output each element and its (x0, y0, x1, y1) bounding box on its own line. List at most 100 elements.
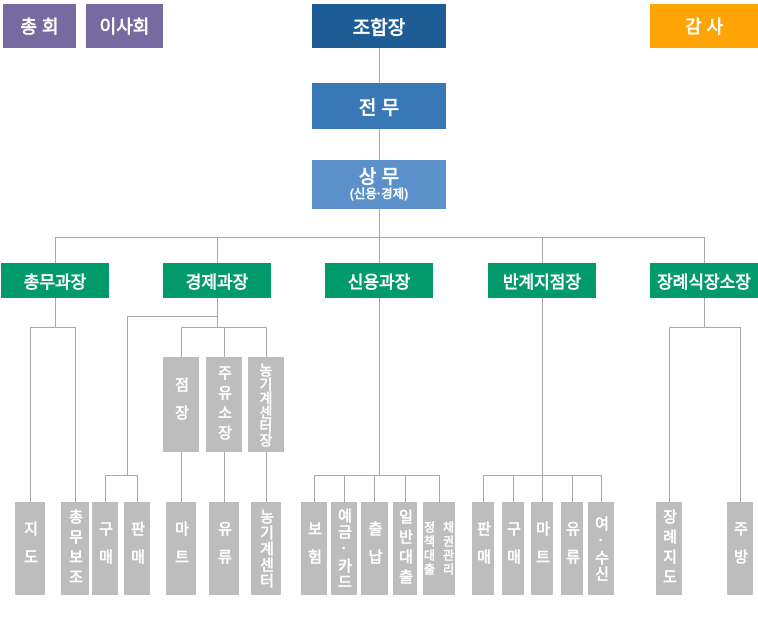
connector (483, 475, 484, 502)
connector (379, 209, 380, 237)
unit-label: 예금·카드 (335, 507, 353, 590)
org-unit-box: 총무보조 (61, 502, 89, 595)
connector (704, 298, 705, 327)
unit-label: 유류 (563, 520, 581, 577)
connector (105, 475, 106, 502)
connector (224, 452, 225, 502)
box-dept-economy: 경제과장 (163, 263, 271, 298)
org-unit-box: 유류 (561, 502, 583, 595)
connector (513, 475, 514, 502)
org-unit-box: 예금·카드 (331, 502, 357, 595)
connector (181, 452, 182, 502)
connector (740, 327, 741, 502)
org-unit-box: 구매 (92, 502, 118, 595)
connector (542, 298, 543, 475)
box-dept-credit: 신용과장 (325, 263, 433, 298)
box-board-of-directors: 이사회 (86, 4, 163, 48)
box-general-meeting: 총 회 (3, 4, 76, 48)
org-unit-box: 여·수신 (588, 502, 614, 595)
org-unit-box: 주방 (727, 502, 753, 595)
org-unit-box: 보험 (301, 502, 327, 595)
unit-label: 출납 (366, 520, 383, 577)
connector (127, 316, 218, 317)
org-unit-box: 일반대출 (393, 502, 417, 595)
manager-label: 점장 (172, 376, 190, 433)
connector (137, 475, 138, 502)
connector (572, 475, 573, 502)
connector (266, 452, 267, 502)
box-executive-director: 전 무 (312, 83, 446, 129)
org-unit-box: 판매 (472, 502, 494, 595)
unit-label: 마트 (172, 520, 190, 577)
connector (669, 327, 670, 502)
managing-director-sublabel: (신용·경제) (349, 186, 409, 201)
unit-label: 마트 (533, 520, 551, 577)
connector (439, 475, 440, 502)
box-dept-funeral-hall: 장례식장소장 (650, 263, 758, 298)
connector (55, 237, 56, 263)
unit-label: 판매 (128, 520, 146, 577)
unit-label: 총무보조 (66, 508, 84, 589)
connector (379, 298, 380, 475)
managing-director-label: 상 무 (358, 166, 400, 188)
connector (217, 298, 218, 327)
unit-label: 구매 (504, 520, 522, 577)
box-chairman: 조합장 (312, 4, 446, 48)
connector (379, 129, 380, 160)
connector (181, 327, 182, 357)
unit-label: 여·수신 (592, 515, 610, 582)
unit-label: 농기계센터 (257, 508, 275, 589)
connector (379, 237, 380, 263)
connector (266, 327, 267, 357)
connector (601, 475, 602, 502)
unit-label: 주방 (731, 520, 749, 577)
org-unit-box: 지도 (15, 502, 45, 595)
connector (55, 298, 56, 327)
connector (224, 327, 225, 357)
connector (314, 475, 315, 502)
org-unit-box: 농기계센터 (251, 502, 281, 595)
manager-label: 주유소장 (215, 364, 233, 445)
org-unit-box: 판매 (124, 502, 150, 595)
connector (30, 327, 31, 502)
connector (30, 327, 76, 328)
unit-label: 보험 (305, 520, 323, 577)
connector (344, 475, 345, 502)
connector (55, 237, 705, 238)
connector (405, 475, 406, 502)
connector (217, 237, 218, 263)
connector (669, 327, 741, 328)
org-manager-box: 농기계센터장 (248, 357, 284, 452)
box-dept-general-affairs: 총무과장 (1, 263, 109, 298)
org-unit-box: 출납 (361, 502, 388, 595)
unit-label: 일반대출 (396, 508, 414, 589)
connector (105, 475, 138, 476)
manager-label: 농기계센터장 (258, 362, 274, 447)
connector (542, 475, 543, 502)
connector (75, 327, 76, 502)
connector (127, 316, 128, 475)
unit-label: 채권관리 (441, 520, 455, 577)
unit-label: 정책대출 (422, 520, 436, 577)
org-manager-box: 주유소장 (206, 357, 242, 452)
box-managing-director: 상 무 (신용·경제) (312, 160, 446, 209)
unit-label: 지도 (21, 520, 39, 577)
box-auditor: 감 사 (650, 4, 758, 48)
org-manager-box: 점장 (163, 357, 199, 452)
unit-label: 장례지도 (660, 508, 678, 589)
connector (542, 237, 543, 263)
connector (314, 475, 440, 476)
unit-label: 유류 (215, 520, 233, 577)
org-unit-box: 정책대출 채권관리 (422, 502, 455, 595)
org-unit-box: 구매 (502, 502, 524, 595)
connector (379, 48, 380, 83)
org-unit-box: 마트 (531, 502, 553, 595)
connector (374, 475, 375, 502)
connector (704, 237, 705, 263)
unit-label: 판매 (474, 520, 492, 577)
org-unit-box: 마트 (166, 502, 196, 595)
unit-label: 구매 (96, 520, 114, 577)
org-unit-box: 유류 (209, 502, 239, 595)
box-dept-bangye-branch: 반계지점장 (488, 263, 596, 298)
